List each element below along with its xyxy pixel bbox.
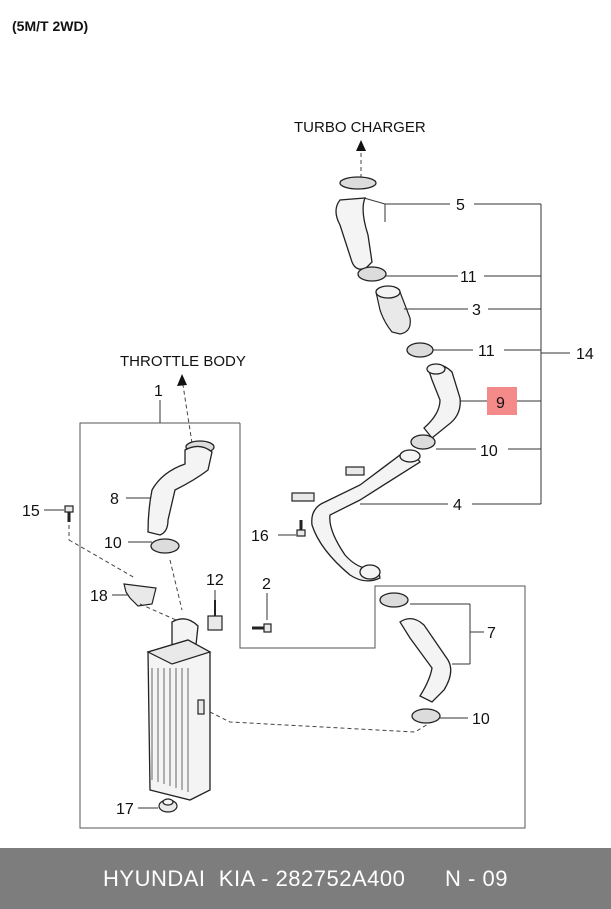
clamp-11-lower <box>406 342 434 358</box>
callout-11-lower: 11 <box>478 343 495 360</box>
turbo-charger-label: TURBO CHARGER <box>294 119 426 136</box>
callout-10-left: 10 <box>104 535 122 552</box>
hose-clamp-top <box>339 176 377 190</box>
callout-11-upper: 11 <box>460 269 477 286</box>
callout-5: 5 <box>456 197 465 214</box>
callout-9: 9 <box>496 395 505 412</box>
clamp-10-right <box>410 434 436 450</box>
up-arrow-icon-2 <box>177 374 187 386</box>
pipe-bracket-lower <box>291 492 315 502</box>
bolt-15 <box>64 505 74 522</box>
bolt-16 <box>296 520 306 537</box>
pipe-bracket-upper <box>345 466 365 476</box>
up-arrow-icon <box>356 140 366 151</box>
intercooler-hose-9 <box>423 364 461 439</box>
subassembly-frame-left <box>79 422 526 829</box>
clamp-7-upper <box>379 592 409 608</box>
callout-10-right: 10 <box>480 443 498 460</box>
callout-17: 17 <box>116 801 134 818</box>
throttle-hose-8 <box>147 445 213 536</box>
parts-diagram: TURBO CHARGER THROTTLE BODY <box>22 119 594 829</box>
clamp-10-bottom <box>411 708 441 724</box>
footer-bar: HYUNDAI KIA - 282752A400 N - 09 <box>0 848 611 909</box>
intercooler-core <box>146 618 212 801</box>
callout-8: 8 <box>110 491 119 508</box>
callout-7: 7 <box>487 625 496 642</box>
throttle-body-label: THROTTLE BODY <box>120 353 246 370</box>
sensor-12 <box>207 600 223 631</box>
footer-part-number: HYUNDAI KIA - 282752A400 <box>103 865 406 891</box>
callout-16: 16 <box>251 528 269 545</box>
callout-3: 3 <box>472 302 481 319</box>
intercooler-pipe-4 <box>311 452 421 582</box>
bolt-2 <box>252 623 272 633</box>
bracket-18 <box>123 583 157 607</box>
highlight-box <box>487 387 517 415</box>
callout-18: 18 <box>90 588 108 605</box>
callout-12: 12 <box>206 572 224 589</box>
callout-15: 15 <box>22 503 40 520</box>
callout-10-bottom: 10 <box>472 711 490 728</box>
clamp-11-upper <box>357 266 387 282</box>
turbo-hose-5 <box>335 197 373 270</box>
intercooler-hose-7 <box>399 618 452 703</box>
callout-14: 14 <box>576 346 594 363</box>
callout-4: 4 <box>453 497 462 514</box>
clamp-10-left <box>150 538 180 554</box>
callout-2: 2 <box>262 576 271 593</box>
footer-page: N - 09 <box>445 865 508 891</box>
callout-1: 1 <box>154 383 163 400</box>
variant-label: (5M/T 2WD) <box>12 18 89 34</box>
